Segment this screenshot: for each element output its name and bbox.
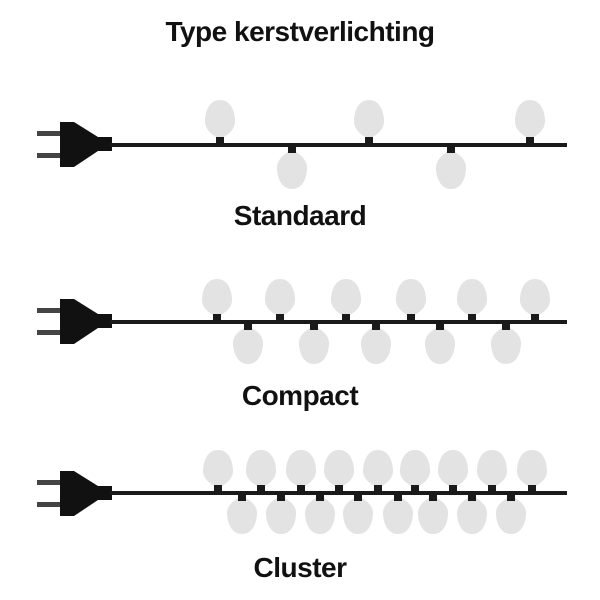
bulb (324, 450, 354, 488)
bulb (266, 496, 296, 534)
bulb (331, 279, 361, 317)
light-string-standaard: Standaard (0, 95, 600, 235)
sockets-up (214, 485, 536, 493)
sockets-up (216, 137, 534, 145)
type-label: Standaard (233, 200, 367, 231)
bulb (457, 279, 487, 317)
bulbs-down (227, 496, 526, 534)
bulbs-up (203, 450, 547, 488)
sockets-up (213, 314, 539, 322)
bulb (277, 150, 307, 189)
bulb (354, 100, 384, 139)
bulb (436, 150, 466, 189)
bulb (517, 450, 547, 488)
light-string-cluster: Cluster (0, 444, 600, 584)
wire (110, 143, 567, 147)
bulb (383, 496, 413, 534)
bulb (203, 450, 233, 488)
sockets-down (244, 322, 510, 330)
bulb (233, 326, 263, 364)
bulb (361, 326, 391, 364)
bulb (299, 326, 329, 364)
bulb (305, 496, 335, 534)
bulb (491, 326, 521, 364)
light-string-illustration (37, 100, 567, 189)
wire (110, 320, 567, 324)
bulb (496, 496, 526, 534)
sockets-down (288, 145, 455, 153)
bulb (457, 496, 487, 534)
bulbs-up (205, 100, 545, 139)
bulb (400, 450, 430, 488)
bulb (477, 450, 507, 488)
bulb (286, 450, 316, 488)
bulb (363, 450, 393, 488)
bulb (205, 100, 235, 139)
bulbs-down (233, 326, 521, 364)
sockets-down (238, 493, 515, 501)
plug-icon (37, 471, 112, 516)
bulb (438, 450, 468, 488)
bulbs-up (202, 279, 550, 317)
type-label: Compact (241, 380, 359, 411)
bulbs-down (277, 150, 466, 189)
bulb (425, 326, 455, 364)
bulb (246, 450, 276, 488)
bulb (202, 279, 232, 317)
bulb (265, 279, 295, 317)
bulb (520, 279, 550, 317)
bulb (343, 496, 373, 534)
bulb (515, 100, 545, 139)
bulb (396, 279, 426, 317)
page-title: Type kerstverlichting (165, 16, 435, 47)
light-string-illustration (37, 450, 567, 534)
light-string-compact: Compact (0, 272, 600, 412)
bulb (227, 496, 257, 534)
bulb (418, 496, 448, 534)
light-string-illustration (37, 279, 567, 364)
plug-icon (37, 299, 112, 344)
plug-icon (37, 122, 112, 167)
type-label: Cluster (253, 552, 347, 583)
